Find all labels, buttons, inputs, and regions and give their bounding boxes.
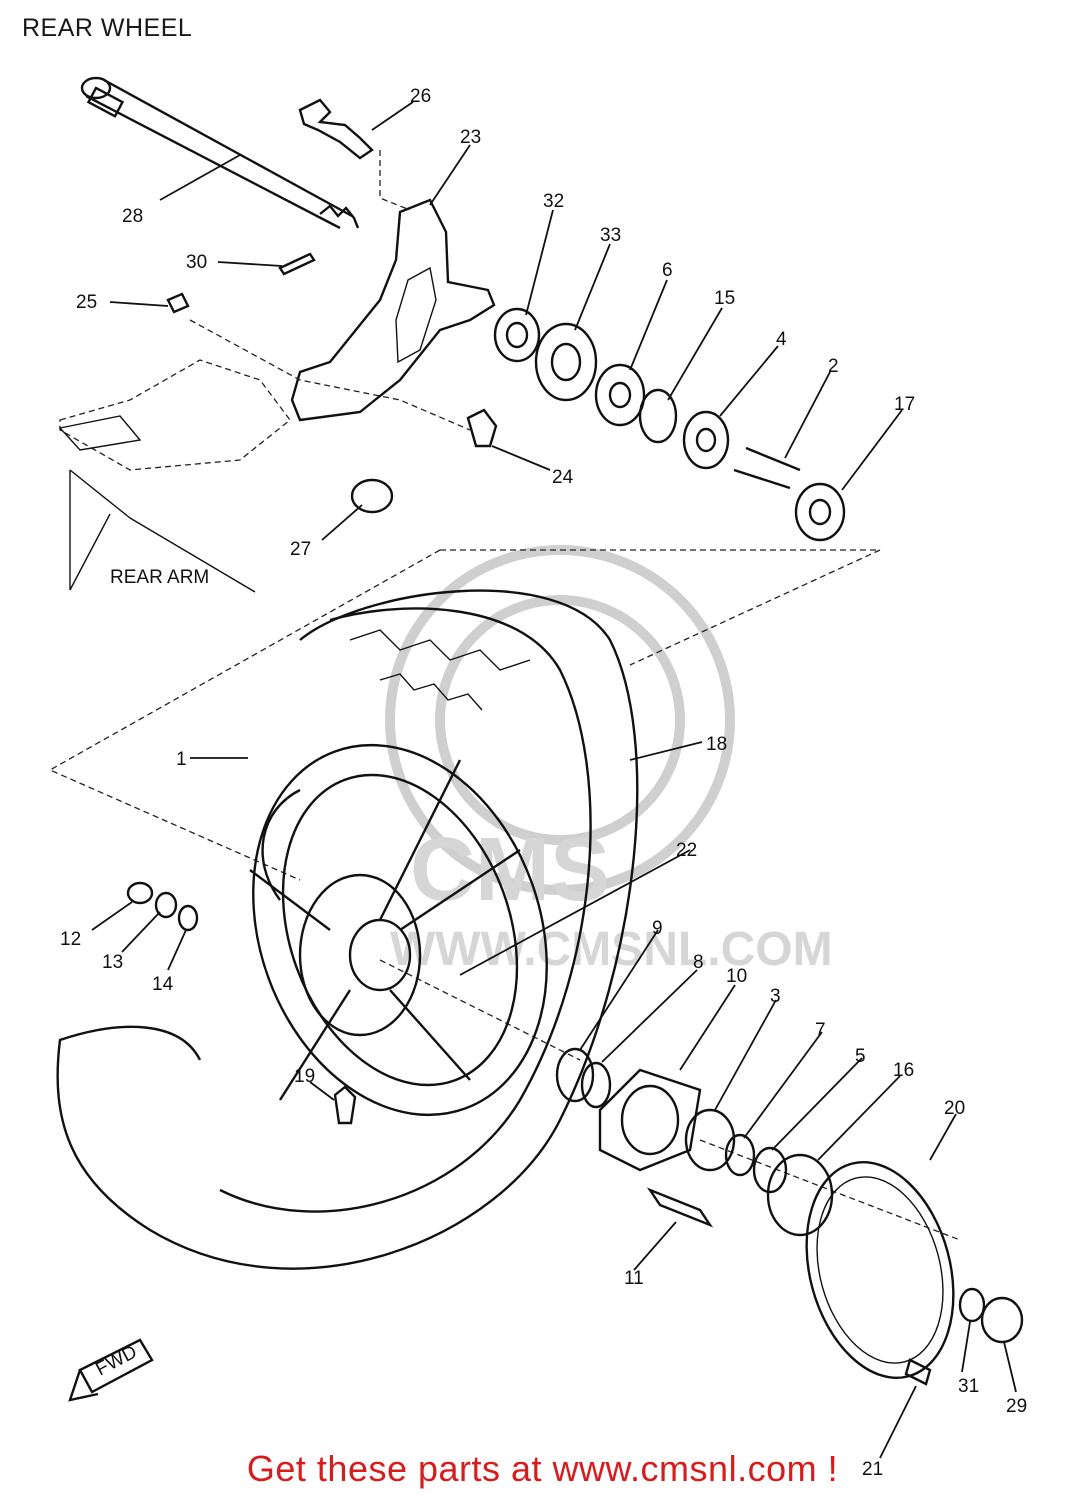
callout-21: 21 (862, 1459, 883, 1480)
rear-arm-label: REAR ARM (110, 567, 209, 588)
callout-26: 26 (410, 86, 431, 107)
callout-31: 31 (958, 1376, 979, 1397)
callout-29: 29 (1006, 1396, 1027, 1417)
fwd-label: FWD (92, 1342, 140, 1381)
wheel-and-tire (56, 589, 639, 1270)
callout-6: 6 (662, 260, 673, 281)
callout-11: 11 (624, 1268, 644, 1289)
callout-32: 32 (543, 191, 564, 212)
cms-watermark: CMS WWW.CMSNL.COM (385, 545, 833, 976)
axle (80, 76, 360, 230)
callout-4: 4 (776, 329, 787, 350)
callout-13: 13 (102, 952, 123, 973)
callout-17: 17 (894, 394, 915, 415)
callout-10: 10 (726, 966, 747, 987)
callout-2: 2 (828, 356, 839, 377)
callout-24: 24 (552, 467, 574, 488)
callout-16: 16 (893, 1060, 914, 1081)
callout-27: 27 (290, 539, 311, 560)
callout-8: 8 (693, 952, 704, 973)
nut-washer-set (126, 881, 199, 932)
assembly-lines (48, 150, 961, 1241)
fwd-arrow: FWD (68, 1338, 154, 1402)
callout-19: 19 (294, 1066, 315, 1087)
valve (333, 1085, 357, 1125)
callout-14: 14 (152, 974, 174, 995)
callout-30: 30 (186, 252, 207, 273)
rear-arm-outline: REAR ARM (58, 359, 291, 593)
callout-33: 33 (600, 225, 621, 246)
callout-12: 12 (60, 929, 81, 950)
watermark-site: WWW.CMSNL.COM (390, 923, 833, 976)
stay-plate (290, 198, 496, 422)
callout-23: 23 (460, 127, 481, 148)
callout-22: 22 (676, 840, 697, 861)
bearing-stack (166, 252, 846, 542)
buy-parts-link[interactable]: Get these parts at www.cmsnl.com ! (246, 1448, 839, 1489)
callout-15: 15 (714, 288, 735, 309)
page-title: REAR WHEEL (22, 14, 193, 42)
leader-lines (91, 101, 1017, 1459)
callout-7: 7 (815, 1020, 826, 1041)
bracket-26 (298, 98, 374, 160)
callouts: 26 23 28 30 25 32 33 6 15 4 2 17 24 27 1… (60, 86, 1027, 1480)
callout-18: 18 (706, 734, 727, 755)
callout-3: 3 (770, 986, 781, 1007)
callout-5: 5 (855, 1046, 866, 1067)
callout-25: 25 (76, 292, 97, 313)
callout-1: 1 (176, 749, 187, 770)
callout-9: 9 (652, 918, 663, 939)
hub-assembly (555, 1047, 1024, 1386)
callout-20: 20 (944, 1098, 965, 1119)
callout-28: 28 (122, 206, 143, 227)
